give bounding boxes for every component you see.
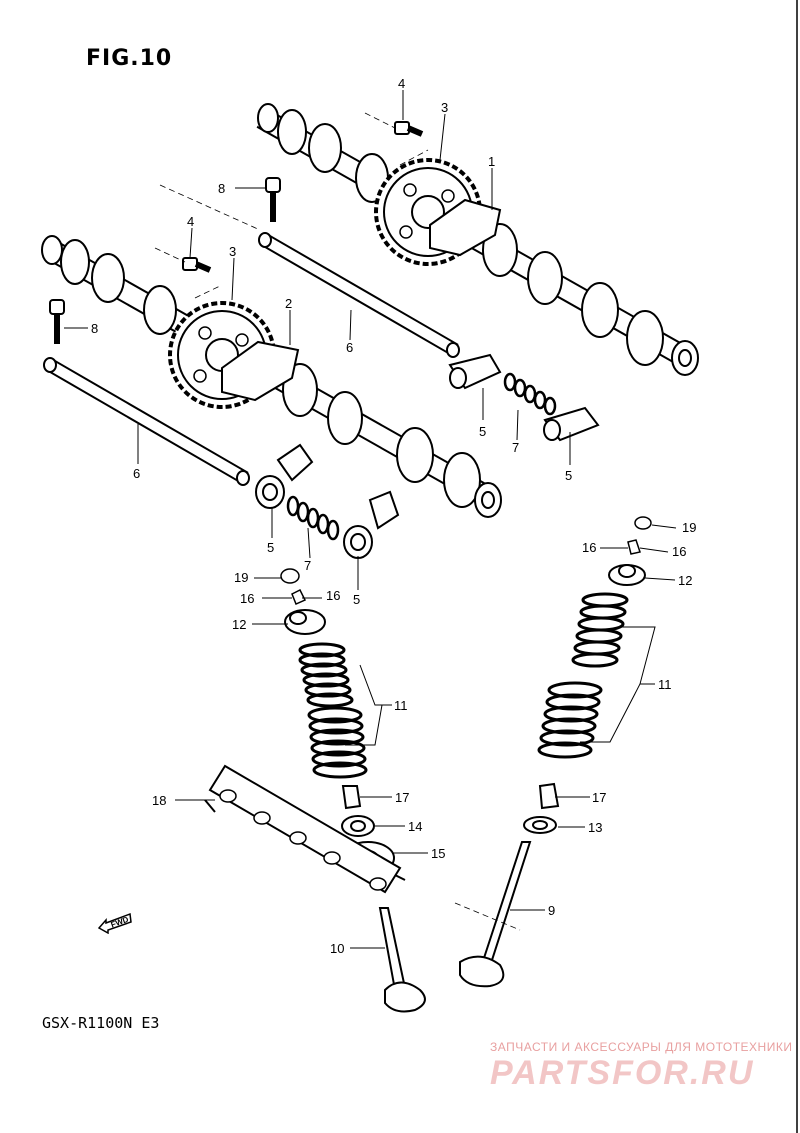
callout-16-right-a: 16 (582, 540, 596, 555)
bolt-8-upper (265, 177, 281, 222)
callout-5-lower-b: 5 (353, 592, 360, 607)
gasket-18 (204, 764, 406, 894)
callout-4-upper: 4 (398, 76, 405, 91)
callout-5-upper-b: 5 (565, 468, 572, 483)
callout-11-right: 11 (658, 677, 672, 692)
callout-16-left-a: 16 (240, 591, 254, 606)
callout-2: 2 (285, 296, 292, 311)
callout-19-left: 19 (234, 570, 248, 585)
callout-15: 15 (431, 846, 445, 861)
callout-5-upper-a: 5 (479, 424, 486, 439)
fwd-label: FWD (110, 915, 130, 930)
callout-leaders (64, 90, 677, 949)
rocker-spring-lower (286, 495, 340, 541)
callout-17-right: 17 (592, 790, 606, 805)
callout-7-upper: 7 (512, 440, 519, 455)
rocker-arm-upper-a (448, 353, 502, 390)
rocker-shaft-upper (258, 232, 460, 358)
callout-3-upper: 3 (441, 100, 448, 115)
watermark-logo: PARTSFOR.RU (490, 1054, 755, 1092)
gasket-holes (219, 789, 387, 891)
oil-seal-17-right (538, 782, 560, 810)
spring-seat-13 (523, 816, 557, 834)
bolt-8-lower (49, 299, 65, 344)
callout-1: 1 (488, 154, 495, 169)
callout-17-left: 17 (395, 790, 409, 805)
callout-14: 14 (408, 819, 422, 834)
callout-16-right-b: 16 (672, 544, 686, 559)
callout-7-lower: 7 (304, 558, 311, 573)
rocker-arm-lower-b (343, 490, 400, 559)
oil-seal-17-left (341, 785, 362, 810)
shim-19-right (634, 516, 652, 530)
callout-8-lower: 8 (91, 321, 98, 336)
callout-8-upper: 8 (218, 181, 225, 196)
forward-arrow-icon: FWD (98, 912, 132, 934)
center-lines (154, 112, 521, 931)
valve-spring-inner-left (307, 706, 368, 779)
callout-12-left: 12 (232, 617, 246, 632)
watermark-caption: ЗАПЧАСТИ И АКСЕССУАРЫ ДЛЯ МОТОТЕХНИКИ (490, 1040, 793, 1054)
cam-holder-1 (429, 198, 502, 257)
callout-16-left-b: 16 (326, 588, 340, 603)
callout-5-lower-a: 5 (267, 540, 274, 555)
valve-spring-outer-left (298, 642, 354, 708)
callout-labels: 1 2 3 3 4 4 5 5 5 5 6 6 7 7 8 8 9 10 11 … (91, 76, 696, 956)
rocker-shaft-lower (43, 357, 250, 486)
rocker-spring-upper (503, 372, 557, 416)
callout-18: 18 (152, 793, 166, 808)
cotter-16-left (291, 588, 307, 606)
intake-valve-10 (378, 907, 426, 1013)
cam-holder-2 (221, 340, 300, 402)
retainer-12-right (608, 564, 646, 586)
model-code: GSX-R1100N E3 (42, 1014, 160, 1032)
callout-10: 10 (330, 941, 344, 956)
valve-spring-inner-right (537, 681, 603, 759)
bolt-4-upper (394, 121, 424, 137)
callout-6-upper: 6 (346, 340, 353, 355)
figure-title: FIG.10 (86, 46, 173, 71)
rocker-arm-lower-a (255, 443, 314, 509)
callout-19-right: 19 (682, 520, 696, 535)
bolt-4-lower (182, 257, 212, 273)
callout-4-lower: 4 (187, 214, 194, 229)
valve-spring-outer-right (571, 592, 629, 668)
callout-12-right: 12 (678, 573, 692, 588)
rocker-arm-upper-b (543, 406, 600, 442)
shim-19-left (280, 568, 300, 584)
callout-6-lower: 6 (133, 466, 140, 481)
callout-3-lower: 3 (229, 244, 236, 259)
spring-seat-14 (341, 815, 375, 837)
callout-13: 13 (588, 820, 602, 835)
cotter-16-right (627, 539, 641, 555)
callout-9: 9 (548, 903, 555, 918)
exhaust-valve-9 (459, 841, 532, 988)
retainer-12-left (284, 609, 326, 635)
callout-11-left: 11 (394, 698, 408, 713)
